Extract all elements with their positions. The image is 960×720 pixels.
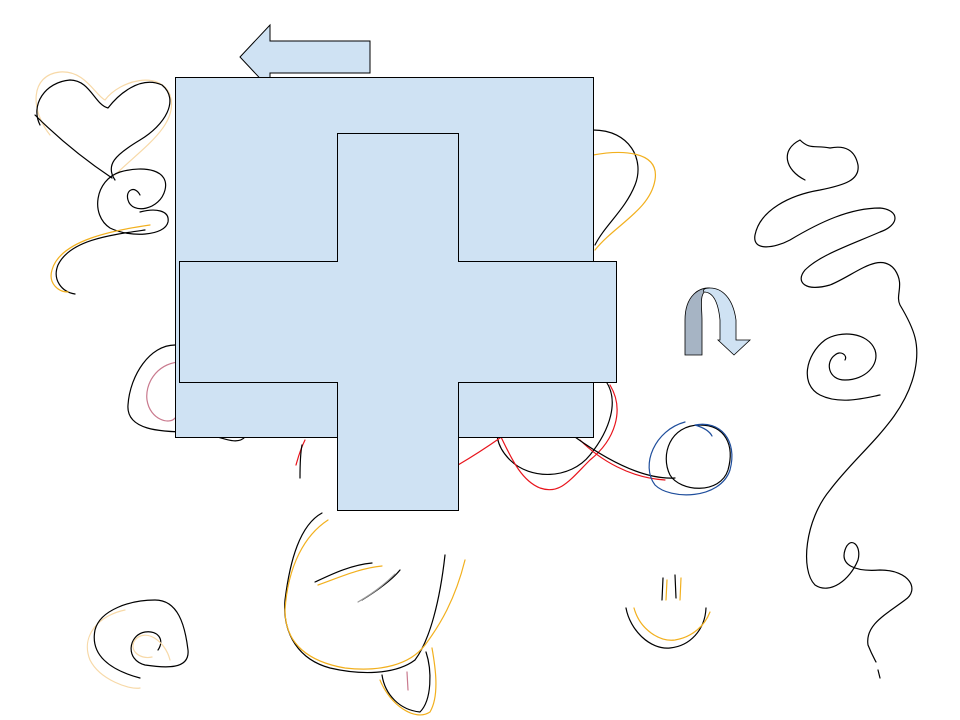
scribble-circle-blue[interactable] xyxy=(648,421,733,496)
scribble-face[interactable] xyxy=(284,512,466,716)
scribble-spiral-left[interactable] xyxy=(50,168,169,295)
scribble-squiggle-right[interactable] xyxy=(754,139,918,679)
plus-shape[interactable] xyxy=(179,133,617,511)
scribble-heart[interactable] xyxy=(34,71,173,181)
scribble-smile[interactable] xyxy=(625,574,711,649)
scribble-spiral-bottom-left[interactable] xyxy=(86,599,189,689)
curved-arrow-shape[interactable] xyxy=(684,287,752,356)
